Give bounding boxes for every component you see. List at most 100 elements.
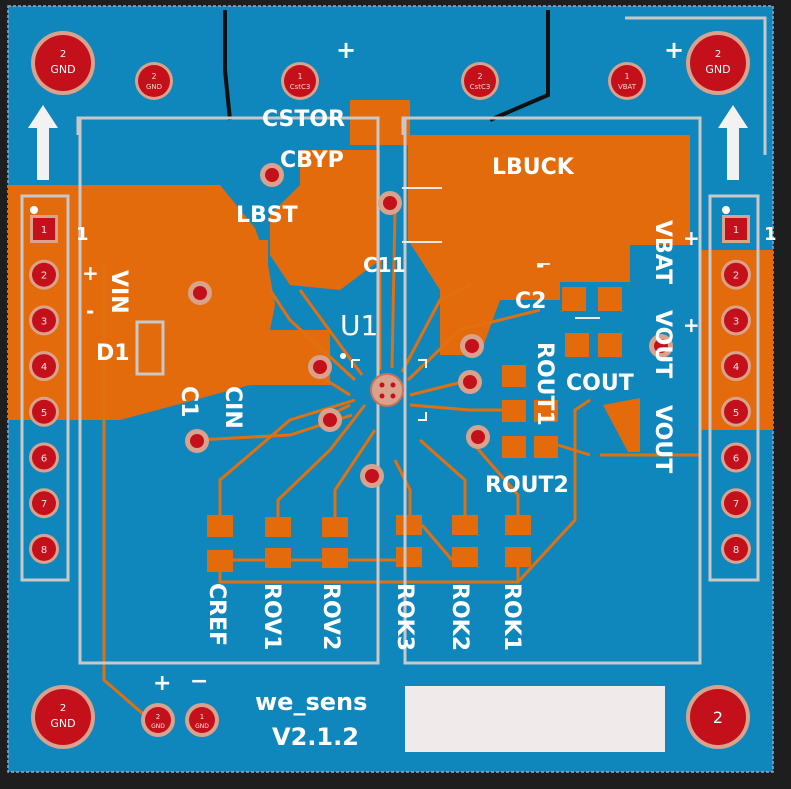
c11-silk	[402, 187, 600, 319]
plus-cstor: +	[336, 36, 356, 64]
trace-bus-5	[218, 567, 520, 584]
rok3-pad-b	[396, 547, 422, 567]
header-pin1-marker: 1	[76, 224, 89, 245]
label-rov1: ROV1	[259, 583, 284, 650]
header-pin-number: 6	[41, 454, 47, 465]
copper-pour-lbst	[270, 150, 380, 290]
header-pin-number: 1	[41, 225, 47, 236]
label-cin: CIN	[220, 386, 245, 429]
u1-corner-tr	[418, 359, 427, 368]
rout-pad-1	[502, 365, 526, 387]
header-pin-number: 2	[41, 271, 47, 282]
via	[185, 429, 209, 453]
black-trace-right	[489, 10, 550, 122]
mounting-hole-net: GND	[50, 63, 75, 76]
c2-pad-b	[598, 287, 622, 311]
plus-vbat-side: +	[683, 226, 700, 250]
label-rok2: ROK2	[447, 583, 472, 651]
label-u1: U1	[340, 309, 378, 342]
bottom-pad-net: GND	[151, 723, 165, 730]
bottom-pad-net: GND	[195, 723, 209, 730]
corner-bracket	[625, 16, 767, 155]
cstor-cap-top	[76, 116, 380, 135]
label-rout2: ROUT2	[485, 473, 569, 498]
black-traces	[223, 10, 550, 122]
u1-dot-2	[390, 382, 396, 388]
via	[378, 191, 402, 215]
vout-pad	[603, 398, 640, 452]
label-lbuck: LBUCK	[492, 155, 575, 180]
label-cout: COUT	[566, 371, 634, 396]
power-arrows	[28, 105, 748, 180]
header-pin: 8	[721, 533, 751, 564]
vias	[185, 163, 673, 488]
rout-pad-5	[534, 436, 558, 458]
plus-vin: +	[82, 261, 99, 285]
header-pin: 5	[29, 396, 59, 427]
via	[188, 281, 212, 305]
top-pad-number: 1	[624, 72, 629, 81]
trace-rov2	[333, 429, 377, 517]
copper-pour-right-edge	[700, 250, 773, 430]
top-pad-number: 2	[151, 72, 156, 81]
label-vin: VIN	[106, 270, 131, 314]
u1-corner-tl	[351, 359, 360, 368]
via	[458, 370, 482, 394]
header-pin-number: 5	[41, 408, 47, 419]
copper-pours	[8, 100, 773, 572]
header-pin: 1	[722, 215, 750, 243]
rov1-pad-a	[265, 517, 291, 537]
plus-vbat: +	[664, 36, 684, 64]
mounting-hole-number: 2	[715, 49, 721, 60]
header-pin: 7	[29, 488, 59, 519]
lbuck-cap-top	[401, 116, 702, 135]
arrow-right-icon	[718, 105, 748, 180]
via	[649, 334, 673, 358]
header-right-outline	[708, 194, 760, 582]
via	[360, 464, 384, 488]
header-pin-number: 8	[41, 545, 47, 556]
board-title: we_sens	[255, 688, 367, 716]
minus-bottom: −	[190, 669, 208, 694]
cin-pad-b	[220, 350, 246, 374]
via	[318, 408, 342, 432]
mounting-hole-net: GND	[50, 717, 75, 730]
black-trace-left	[223, 10, 232, 121]
u1-dot-4	[390, 393, 396, 399]
rok1-pad-a	[505, 515, 531, 535]
header-pin1-dot	[30, 206, 38, 214]
c1-pad-a	[177, 318, 203, 342]
rov2-pad-b	[322, 548, 348, 568]
cin-pad-a	[220, 318, 246, 342]
trace-bus-6	[516, 398, 591, 584]
header-pin: 6	[29, 442, 59, 473]
trace-rok3	[393, 459, 412, 515]
plus-vout-side: +	[683, 313, 700, 337]
trace-u1-e	[400, 283, 471, 373]
via	[260, 163, 284, 187]
label-rok1: ROK1	[499, 583, 524, 651]
header-pin-number: 6	[733, 454, 739, 465]
header-pin-number: 3	[733, 316, 739, 327]
bottom-pad-number: 2	[156, 713, 160, 721]
header-pin-number: 4	[733, 362, 739, 373]
rout-pad-2	[502, 400, 526, 422]
header-pin: 6	[721, 442, 751, 473]
cout-pad-b	[598, 333, 622, 357]
rout-pad-3	[534, 400, 558, 422]
label-cstor: CSTOR	[262, 107, 345, 132]
board-version: V2.1.2	[272, 723, 359, 751]
header-pin: 3	[721, 305, 751, 336]
mounting-hole: 2	[686, 685, 750, 749]
trace-bus-4	[420, 524, 454, 561]
label-rov2: ROV2	[318, 583, 343, 650]
c2-pad-a	[562, 287, 586, 311]
label-c11: C11	[363, 253, 406, 277]
bottom-pad-number: 1	[200, 713, 204, 721]
